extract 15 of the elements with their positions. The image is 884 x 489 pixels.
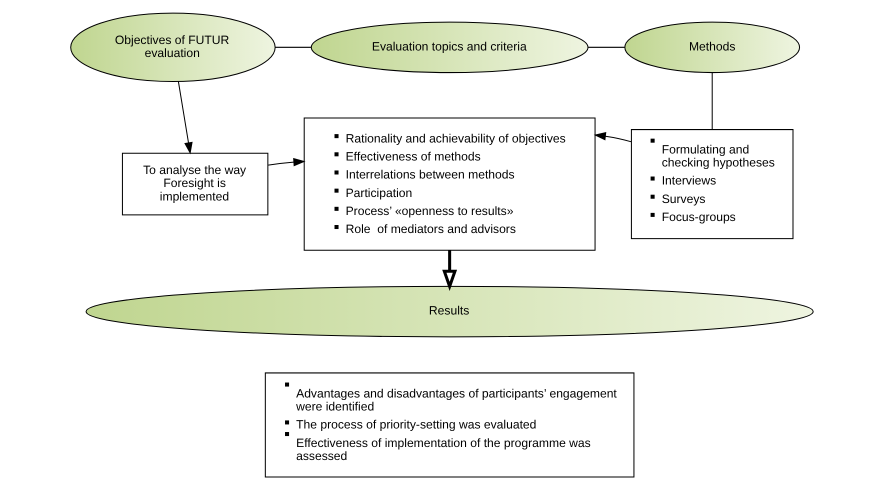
node-box: Rationality and achievability of objectives Effectiveness of methods Interrelations between methods Participation Process’ «openness to results» Role of mediators and advisors	[304, 116, 596, 250]
arrow	[178, 81, 193, 154]
node-ellipse: Evaluation topics and criteria	[310, 21, 588, 73]
node-ellipse: Objectives of FUTUR evaluation	[70, 12, 276, 82]
node-ellipse: Results	[86, 285, 814, 337]
connector	[588, 46, 624, 48]
node-box: Advantages and disadvantages of participants’ engagement were identified The process of priority-setting was evaluated Effectiveness of implementation of the programme was assessed	[264, 372, 634, 477]
node-box: Formulating and checking hypotheses Interviews Surveys Focus-groups	[630, 128, 794, 239]
arrow	[442, 250, 458, 290]
connector	[275, 46, 312, 48]
connector	[712, 72, 713, 129]
node-box: To analyse the way Foresight is implemented	[122, 152, 268, 215]
arrow	[268, 157, 306, 166]
arrow	[594, 132, 632, 142]
node-ellipse: Methods	[624, 21, 800, 73]
